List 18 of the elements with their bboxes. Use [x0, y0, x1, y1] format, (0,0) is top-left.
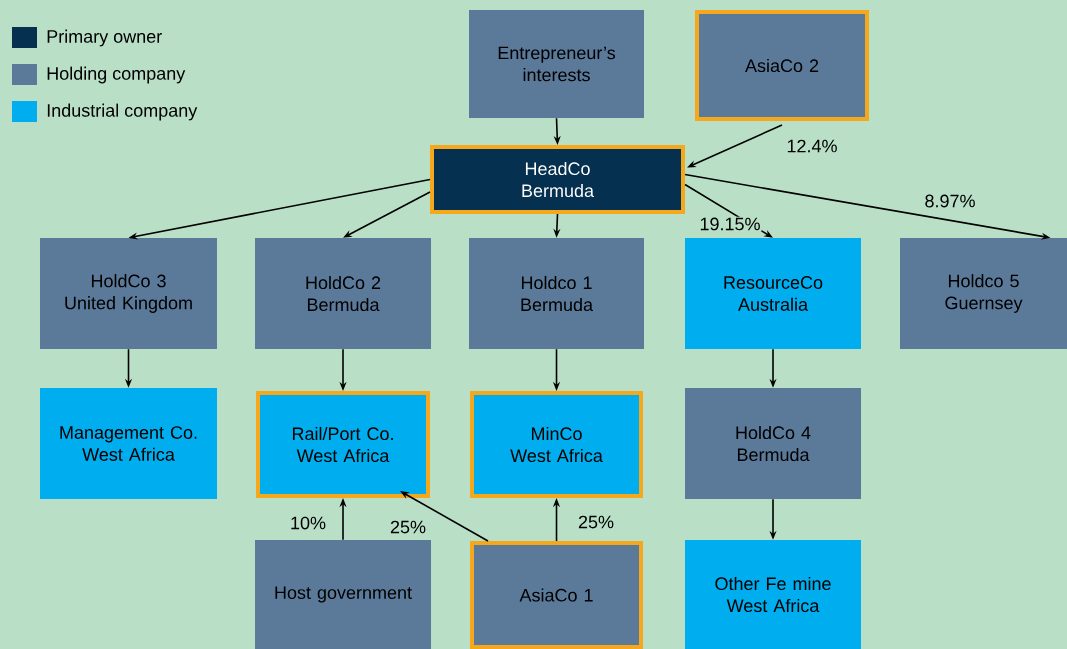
- company-box: Host government: [255, 540, 431, 649]
- legend-label: Holding company: [47, 66, 186, 84]
- company-box: Entrepreneur’s interests: [469, 10, 644, 118]
- legend-label: Industrial company: [47, 103, 198, 121]
- company-box: HeadCo Bermuda: [430, 145, 685, 214]
- legend-label: Primary owner: [47, 29, 162, 47]
- company-box: HoldCo 3 United Kingdom: [40, 238, 217, 349]
- company-box: Management Co. West Africa: [40, 388, 217, 499]
- company-box: ResourceCo Australia: [685, 238, 861, 349]
- company-box: Holdco 5 Guernsey: [900, 238, 1067, 349]
- company-box: MinCo West Africa: [470, 391, 643, 498]
- company-box: AsiaCo 2: [695, 10, 869, 121]
- company-box: HoldCo 4 Bermuda: [685, 388, 861, 499]
- company-box: HoldCo 2 Bermuda: [255, 238, 431, 349]
- company-box: Other Fe mine West Africa: [685, 540, 861, 649]
- company-box: Holdco 1 Bermuda: [469, 238, 644, 349]
- company-box: AsiaCo 1: [470, 541, 643, 649]
- company-box: Rail/Port Co. West Africa: [256, 391, 430, 498]
